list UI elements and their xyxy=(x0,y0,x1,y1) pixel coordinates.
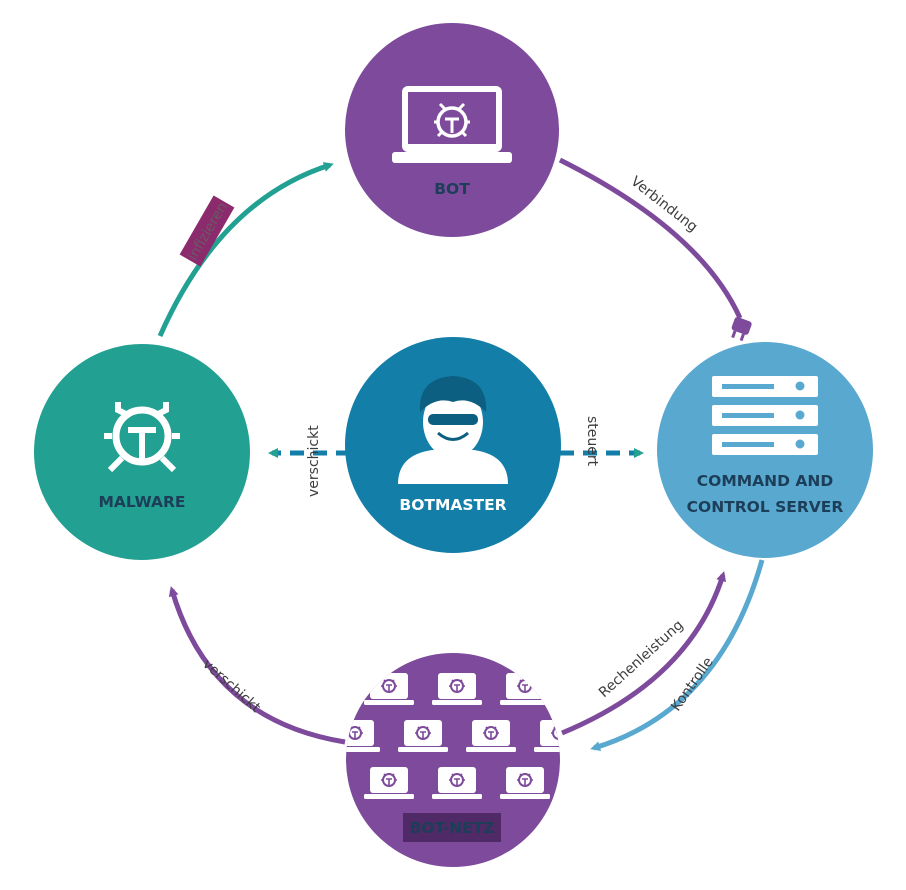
node-label-bot: BOT xyxy=(434,180,470,198)
edge-label-steuert: steuert xyxy=(584,416,600,467)
edge-infizieren xyxy=(157,162,334,338)
node-label-cc-line2: CONTROL SERVER xyxy=(687,498,844,516)
edge-rechenleistung xyxy=(561,571,726,736)
node-botmaster: BOTMASTER xyxy=(345,337,561,553)
node-label-botmaster: BOTMASTER xyxy=(399,496,506,514)
node-cc-server: COMMAND AND CONTROL SERVER xyxy=(657,342,873,558)
edge-label-kontrolle: Kontrolle xyxy=(668,654,717,714)
edge-verbindung xyxy=(558,157,743,320)
node-label-botnet: BOT-NETZ xyxy=(409,819,494,837)
plug-icon xyxy=(731,317,752,342)
edge-label-verschickt-center: verschickt xyxy=(306,425,322,497)
botnet-label-tag xyxy=(403,813,501,842)
edge-kontrolle xyxy=(590,559,765,752)
node-botnet: BOT-NETZ xyxy=(346,653,560,867)
bug-icon xyxy=(104,402,180,473)
hacker-person-icon xyxy=(398,376,508,484)
edge-label-verschickt-bottom: verschickt xyxy=(199,656,263,716)
node-label-cc-line1: COMMAND AND xyxy=(697,472,834,490)
node-label-malware: MALWARE xyxy=(98,493,185,511)
laptop-bug-icon xyxy=(392,86,512,163)
node-malware: MALWARE xyxy=(34,344,250,560)
node-bot: BOT xyxy=(345,23,559,237)
server-rack-icon xyxy=(712,376,818,455)
edge-verschickt-bottom xyxy=(168,586,346,745)
